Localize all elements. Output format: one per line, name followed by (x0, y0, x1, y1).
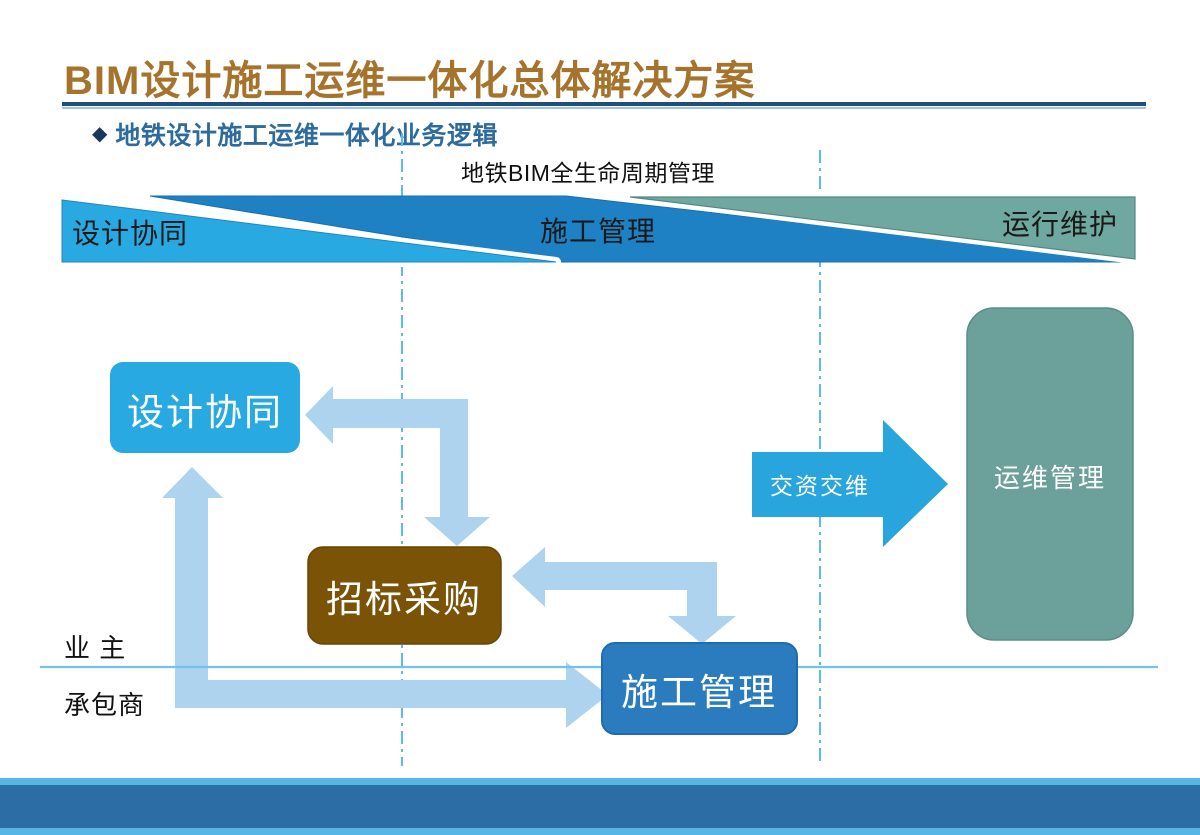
owner-label: 业 主 (64, 633, 126, 663)
operations-box (966, 307, 1134, 641)
bidding-box (307, 546, 502, 645)
bidding-box-label: 招标采购 (326, 579, 482, 620)
footer-dark-band (0, 785, 1200, 828)
title-underline-light (62, 107, 1146, 109)
handover-arrow (752, 420, 948, 547)
arrow-bidding-construction (512, 547, 736, 644)
band-label-design: 设计协同 (72, 218, 188, 249)
handover-arrow-label: 交资交维 (770, 473, 870, 499)
construction-box-label: 施工管理 (621, 672, 777, 713)
band-label-construction: 施工管理 (540, 216, 656, 247)
construction-box (601, 642, 798, 735)
design-box-label: 设计协同 (127, 392, 283, 433)
section-heading-text: 地铁设计施工运维一体化业务逻辑 (115, 122, 498, 150)
contractor-label: 承包商 (64, 690, 145, 720)
title-underline (62, 102, 1146, 106)
arrow-design-bidding (305, 386, 490, 546)
diamond-bullet-icon: ◆ (92, 123, 108, 145)
operations-phase-wedge (629, 196, 1136, 260)
band-caption: 地铁BIM全生命周期管理 (461, 160, 715, 186)
operations-box-label: 运维管理 (994, 463, 1106, 493)
slide-title: BIM设计施工运维一体化总体解决方案 (64, 59, 756, 103)
design-phase-wedge (61, 199, 557, 263)
design-box (110, 362, 300, 453)
arrow-construction-design (162, 467, 608, 728)
band-label-operations: 运行维护 (1002, 209, 1118, 240)
section-heading: ◆ 地铁设计施工运维一体化业务逻辑 (92, 116, 498, 152)
